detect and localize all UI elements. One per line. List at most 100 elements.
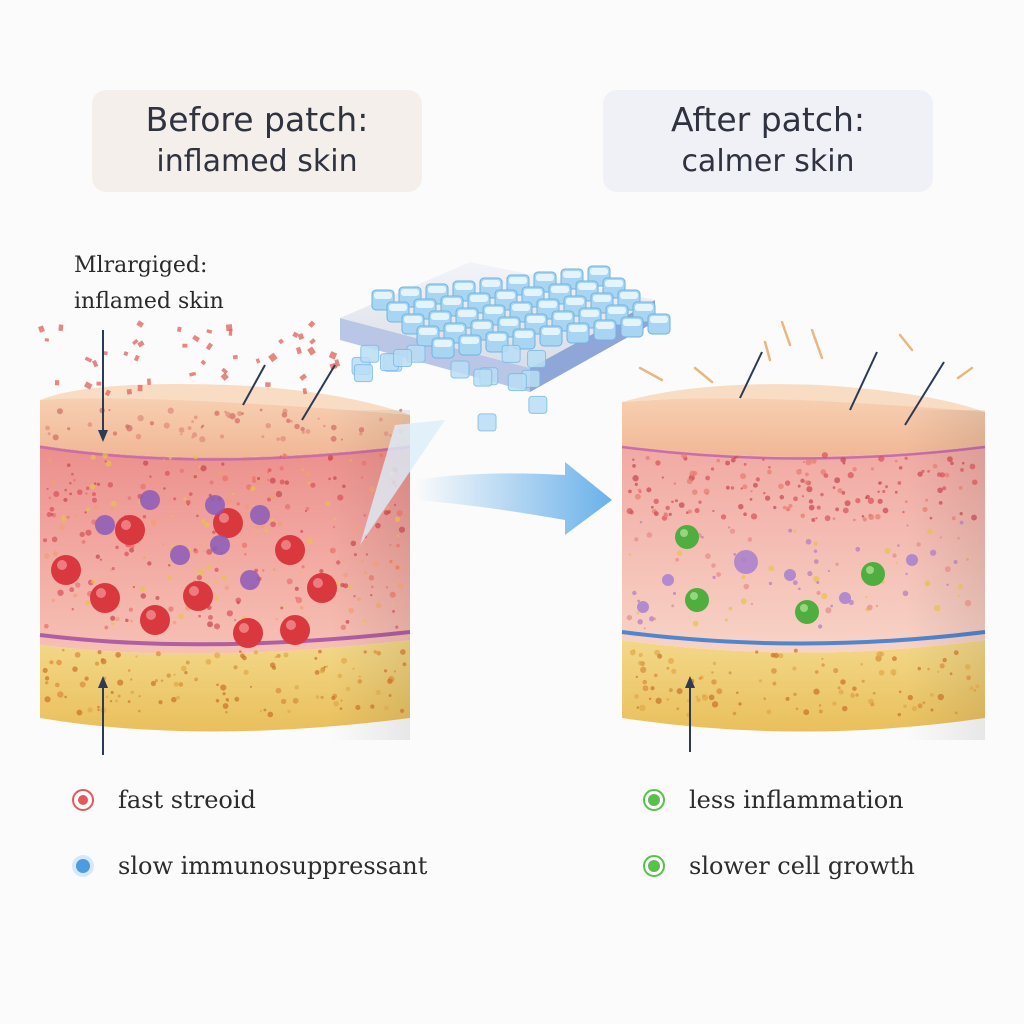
tissue-speck	[191, 435, 194, 439]
tissue-speck	[275, 687, 282, 694]
cube-highlight	[428, 286, 446, 293]
tissue-speck	[241, 542, 248, 548]
inflammation-particle	[104, 389, 112, 397]
tissue-speck	[696, 697, 701, 703]
tissue-speck	[111, 566, 115, 571]
tissue-speck	[703, 488, 710, 495]
falling-microneedle	[360, 344, 380, 363]
tissue-speck	[216, 683, 219, 687]
tissue-speck	[964, 599, 972, 607]
tissue-speck	[236, 601, 240, 605]
tissue-speck	[276, 437, 280, 441]
tissue-speck	[74, 652, 81, 658]
tissue-speck	[180, 433, 183, 436]
tissue-speck	[960, 468, 964, 472]
tissue-speck	[847, 472, 854, 479]
cube-highlight	[446, 325, 464, 332]
tissue-speck	[193, 548, 197, 552]
tissue-speck	[170, 515, 173, 518]
tissue-speck	[837, 488, 843, 494]
tissue-speck	[817, 624, 823, 629]
legend-label: slower cell growth	[689, 852, 915, 880]
tissue-speck	[168, 456, 172, 460]
cube-highlight	[605, 280, 623, 287]
immune-cell	[734, 550, 758, 574]
tissue-speck	[827, 569, 830, 572]
tissue-speck	[632, 475, 639, 482]
tissue-speck	[929, 692, 934, 697]
soothing-ray	[956, 366, 974, 380]
tissue-speck	[667, 657, 675, 664]
callout-line1: Mlrargiged:	[74, 253, 208, 278]
cube-highlight	[623, 319, 641, 326]
tissue-speck	[705, 475, 711, 481]
tissue-speck	[221, 462, 225, 466]
inflammation-particle	[309, 338, 316, 345]
tissue-speck	[161, 543, 165, 546]
tissue-speck	[816, 505, 821, 510]
tissue-speck	[325, 665, 329, 668]
green-dot-icon	[643, 789, 665, 811]
cube-highlight	[416, 301, 434, 308]
tissue-speck	[234, 417, 241, 424]
tissue-speck	[636, 706, 640, 709]
tissue-speck	[392, 609, 396, 613]
tissue-speck	[388, 694, 392, 697]
cube-highlight	[581, 310, 599, 317]
tissue-speck	[203, 550, 206, 553]
tissue-speck	[87, 422, 93, 427]
tissue-speck	[333, 517, 337, 521]
immune-cell	[839, 592, 851, 604]
tissue-speck	[844, 500, 851, 507]
microneedle-patch	[340, 262, 671, 545]
tissue-speck	[99, 558, 103, 561]
tissue-speck	[95, 554, 100, 559]
tissue-speck	[219, 434, 225, 439]
tissue-speck	[922, 701, 926, 705]
tissue-speck	[233, 665, 238, 670]
tissue-speck	[821, 593, 828, 600]
tissue-speck	[773, 652, 779, 659]
tissue-speck	[788, 528, 793, 533]
tissue-speck	[173, 497, 177, 501]
tissue-speck	[738, 702, 742, 706]
tissue-speck	[953, 560, 958, 564]
tissue-speck	[833, 667, 839, 674]
tissue-speck	[46, 512, 52, 518]
tissue-speck	[835, 562, 839, 566]
tissue-speck	[343, 572, 348, 578]
tissue-speck	[363, 513, 367, 517]
tissue-speck	[394, 516, 401, 522]
cell-highlight	[146, 610, 156, 620]
cube-highlight	[485, 307, 503, 314]
tissue-speck	[841, 491, 846, 495]
tissue-speck	[340, 657, 348, 664]
tissue-speck	[57, 691, 64, 698]
tissue-speck	[61, 517, 66, 522]
tissue-speck	[130, 690, 135, 695]
tissue-speck	[712, 661, 717, 666]
tissue-speck	[203, 542, 206, 545]
tissue-speck	[48, 496, 52, 500]
tissue-speck	[307, 481, 311, 485]
tissue-speck	[85, 529, 92, 536]
tissue-speck	[892, 553, 897, 558]
tissue-speck	[111, 622, 115, 626]
tissue-speck	[663, 512, 668, 517]
tissue-speck	[226, 498, 233, 504]
inflammation-particle	[297, 333, 305, 341]
tissue-speck	[855, 497, 861, 504]
tissue-speck	[676, 550, 683, 556]
tissue-speck	[297, 456, 300, 459]
soothing-ray	[810, 328, 824, 360]
red-dot-icon	[72, 789, 94, 811]
tissue-speck	[178, 682, 184, 687]
tissue-speck	[867, 698, 874, 705]
tissue-speck	[711, 701, 719, 708]
tissue-speck	[637, 488, 642, 492]
tissue-speck	[339, 707, 343, 711]
inflammation-particle	[265, 382, 271, 388]
tissue-speck	[109, 700, 113, 703]
tissue-speck	[628, 489, 632, 494]
immune-cell	[210, 535, 230, 555]
